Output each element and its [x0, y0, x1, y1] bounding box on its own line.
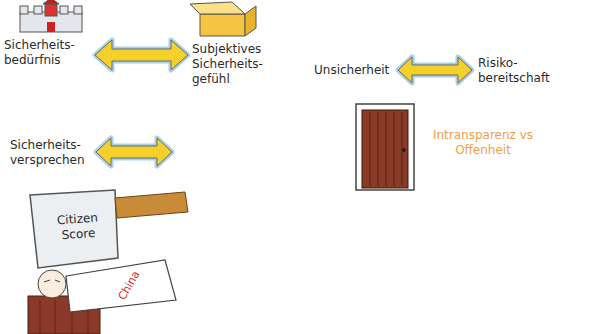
double-arrow: [96, 138, 172, 166]
blade-label: Citizen Score: [47, 210, 109, 244]
cleaver-icon: [30, 190, 188, 268]
person-on-stump: [28, 260, 176, 334]
box-icon: [190, 2, 256, 36]
castle-icon: [20, 0, 82, 32]
concept-label: Subjektives Sicherheits- gefühl: [192, 42, 282, 87]
concept-label: Sicherheits- bedürfnis: [4, 38, 90, 68]
contrast-note: Intransparenz vs Offenheit: [428, 128, 538, 158]
door-icon: [356, 104, 414, 190]
double-arrow: [398, 57, 472, 83]
concept-label: Sicherheits- versprechen: [10, 138, 94, 168]
concept-label: Unsicherheit: [314, 63, 396, 78]
double-arrow: [95, 40, 188, 70]
concept-label: Risiko- bereitschaft: [478, 56, 578, 86]
